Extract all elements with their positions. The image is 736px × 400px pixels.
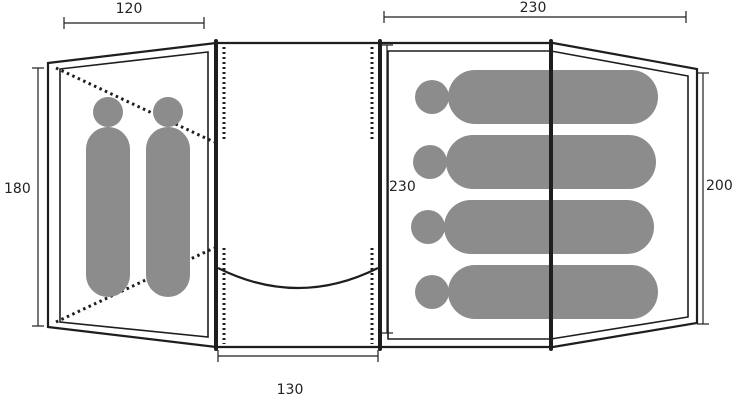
sleeper-icon	[146, 97, 190, 297]
dimension-label-center-width: 130	[277, 382, 304, 398]
sleeper-icon	[411, 200, 654, 254]
dimension-label-right-depth: 200	[706, 178, 733, 194]
left-cabin	[46, 41, 218, 349]
sleeper-icon	[413, 135, 656, 189]
dimension-right-width: 230	[383, 0, 687, 23]
sleeper-icon	[86, 97, 130, 297]
dimension-left-depth: 180	[4, 67, 44, 327]
sleeper-icon	[415, 70, 658, 124]
right-cabin-sleepers	[411, 70, 658, 319]
tent-poles	[214, 39, 553, 351]
dimension-label-left-width: 120	[116, 1, 143, 17]
left-cabin-sleepers	[86, 97, 190, 297]
dimension-label-left-depth: 180	[4, 181, 31, 197]
dimension-left-width: 120	[63, 1, 205, 29]
center-vestibule	[216, 41, 380, 349]
dimension-label-center-depth: 230	[389, 179, 416, 195]
dimension-right-depth: 200	[697, 72, 733, 325]
sleeper-icon	[415, 265, 658, 319]
dimension-center-depth: 230	[381, 44, 416, 334]
dimension-label-right-width: 230	[520, 0, 547, 16]
dimension-center-width: 130	[217, 350, 379, 398]
